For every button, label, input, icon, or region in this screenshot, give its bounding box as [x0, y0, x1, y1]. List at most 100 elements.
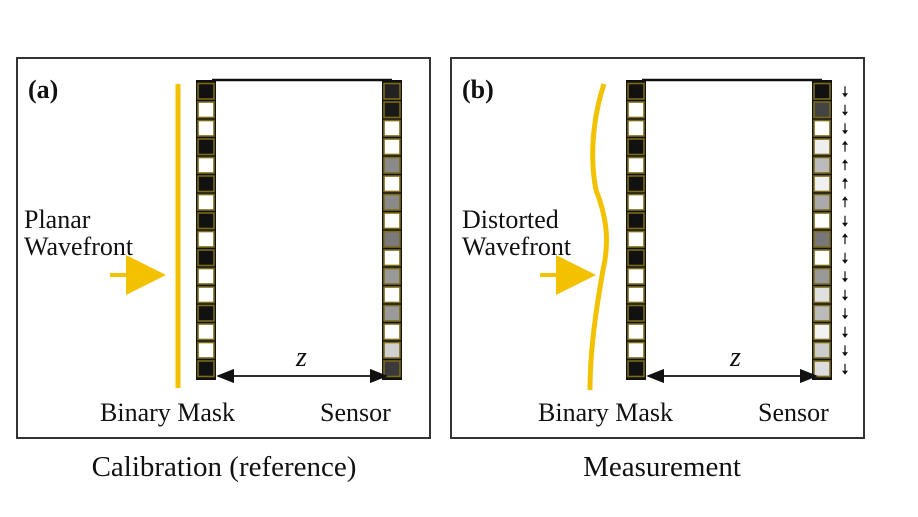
mask-cell	[197, 230, 215, 248]
shift-arrow-head	[842, 315, 848, 320]
sensor-cell	[383, 101, 401, 119]
panel-b-caption: Measurement	[583, 451, 741, 483]
mask-cell	[197, 156, 215, 174]
sensor-cell	[813, 156, 831, 174]
sensor-label: Sensor	[320, 398, 391, 427]
binary-mask-label: Binary Mask	[100, 398, 235, 427]
mask-cell	[197, 119, 215, 137]
sensor-label: Sensor	[758, 398, 829, 427]
panel-a-frame	[16, 57, 431, 439]
mask-cell	[627, 193, 645, 211]
shift-arrow-head	[842, 111, 848, 116]
sensor-cell	[383, 341, 401, 359]
planar-wavefront-label-line1: Planar	[24, 205, 91, 234]
mask-cell	[627, 267, 645, 285]
mask-cell	[197, 175, 215, 193]
mask-cell	[197, 212, 215, 230]
sensor-array	[812, 80, 832, 380]
sensor-cell	[813, 249, 831, 267]
sensor-cell	[383, 304, 401, 322]
shift-arrow-head	[842, 130, 848, 135]
shift-indicators	[842, 86, 848, 375]
sensor-cell	[383, 212, 401, 230]
sensor-cell	[383, 193, 401, 211]
shift-arrow-head	[842, 159, 848, 164]
mask-cell	[627, 138, 645, 156]
distorted-wavefront-label-line1: Distorted	[462, 205, 559, 234]
sensor-cell	[813, 230, 831, 248]
sensor-cell	[383, 138, 401, 156]
sensor-cell	[383, 267, 401, 285]
sensor-cell	[813, 341, 831, 359]
sensor-cell	[813, 101, 831, 119]
binary-mask	[196, 80, 216, 380]
sensor-cell	[813, 82, 831, 100]
mask-cell	[197, 82, 215, 100]
sensor-cell	[813, 323, 831, 341]
binary-mask-label: Binary Mask	[538, 398, 673, 427]
sensor-cell	[813, 138, 831, 156]
sensor-cell	[383, 249, 401, 267]
mask-cell	[627, 230, 645, 248]
panel-a-caption: Calibration (reference)	[92, 451, 357, 483]
shift-arrow-head	[842, 140, 848, 145]
sensor-cell	[813, 286, 831, 304]
sensor-cell	[813, 193, 831, 211]
sensor-cell	[813, 212, 831, 230]
mask-cell	[627, 119, 645, 137]
mask-cell	[627, 212, 645, 230]
shift-arrow-head	[842, 93, 848, 98]
panel-a: (a) Planar Wavefront z Binary Mask Senso…	[16, 57, 431, 483]
mask-cell	[627, 175, 645, 193]
panel-b-label: (b)	[462, 75, 494, 104]
mask-cell	[197, 193, 215, 211]
mask-cell	[627, 304, 645, 322]
mask-cell	[197, 249, 215, 267]
binary-mask	[626, 80, 646, 380]
mask-cell	[627, 360, 645, 378]
sensor-cell	[813, 175, 831, 193]
mask-cell	[197, 286, 215, 304]
sensor-cell	[383, 360, 401, 378]
sensor-array	[382, 80, 402, 380]
distance-label: z	[729, 342, 741, 373]
shift-arrow-head	[842, 296, 848, 301]
mask-cell	[627, 341, 645, 359]
mask-cell	[627, 156, 645, 174]
distorted-wavefront	[587, 83, 609, 391]
sensor-cell	[383, 156, 401, 174]
mask-cell	[197, 101, 215, 119]
sensor-cell	[813, 267, 831, 285]
shift-arrow-head	[842, 222, 848, 227]
shift-arrow-head	[842, 259, 848, 264]
shift-arrow-head	[842, 333, 848, 338]
shift-arrow-head	[842, 196, 848, 201]
shift-arrow-head	[842, 352, 848, 357]
mask-cell	[627, 323, 645, 341]
mask-cell	[197, 138, 215, 156]
sensor-cell	[383, 323, 401, 341]
mask-cell	[197, 360, 215, 378]
sensor-cell	[813, 119, 831, 137]
panel-b-frame	[450, 57, 865, 439]
mask-cell	[197, 267, 215, 285]
mask-cell	[627, 286, 645, 304]
sensor-cell	[383, 175, 401, 193]
sensor-cell	[383, 230, 401, 248]
planar-wavefront-label-line2: Wavefront	[24, 232, 134, 261]
sensor-cell	[813, 360, 831, 378]
shift-arrow-head	[842, 177, 848, 182]
mask-cell	[627, 101, 645, 119]
sensor-cell	[383, 286, 401, 304]
distance-label: z	[295, 342, 307, 373]
panel-b: (b) Distorted Wavefront z Binary Mask Se…	[450, 57, 865, 483]
mask-cell	[197, 323, 215, 341]
sensor-cell	[383, 119, 401, 137]
shift-arrow-head	[842, 233, 848, 238]
mask-cell	[197, 304, 215, 322]
mask-cell	[627, 82, 645, 100]
sensor-cell	[813, 304, 831, 322]
mask-cell	[627, 249, 645, 267]
mask-cell	[197, 341, 215, 359]
